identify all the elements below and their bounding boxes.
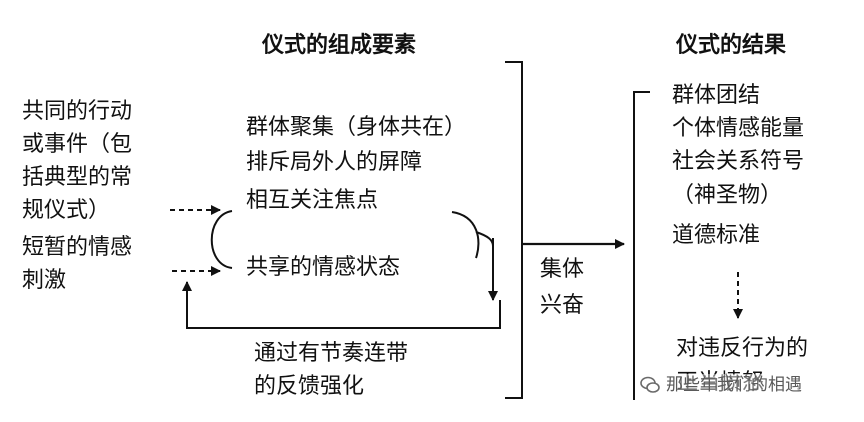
watermark-text: 那些年我们的相遇 [666,375,802,395]
outcome-symbols-sacred: （神圣物） [672,183,783,208]
input-line: 或事件（包 [22,132,133,157]
feedback-line: 通过有节奏连带 [254,341,409,366]
outcome-symbols: 社会关系符号 [672,149,805,174]
outcome-solidarity: 群体团结 [672,83,761,108]
feedback-loop [186,288,501,329]
feedback-line: 的反馈强化 [254,374,365,399]
component-mood: 共享的情感状态 [246,255,401,280]
components-bracket [505,61,523,399]
watermark: 那些年我们的相遇 [640,374,802,396]
effervescence-line: 集体 [540,257,585,282]
components-heading: 仪式的组成要素 [262,33,417,58]
outcome-energy: 个体情感能量 [672,116,805,141]
right-curve [451,211,480,259]
input-line: 共同的行动 [22,99,133,124]
wechat-icon [640,375,660,395]
input-line: 括典型的常 [22,165,133,190]
outcomes-heading: 仪式的结果 [676,33,787,58]
input-line: 短暂的情感 [22,235,133,260]
left-curve [210,210,233,269]
component-focus: 相互关注焦点 [246,188,379,213]
component-assembly: 群体聚集（身体共在） [246,115,467,140]
anger-line: 对违反行为的 [676,336,809,361]
anger-line: 正当愤怒 [676,370,765,395]
outcome-morality: 道德标准 [672,223,761,248]
outcomes-bracket [633,91,650,400]
effervescence-line: 兴奋 [540,293,585,318]
input-line: 刺激 [22,268,67,293]
input-line: 规仪式） [22,198,111,223]
component-barrier: 排斥局外人的屏障 [246,150,423,175]
